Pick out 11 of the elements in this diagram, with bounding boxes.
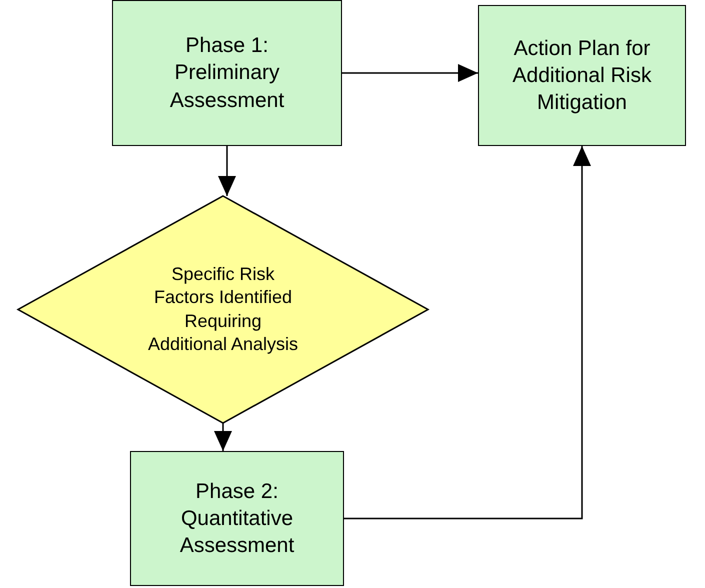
arrow: [218, 146, 236, 196]
node-label: Phase 1: Preliminary Assessment: [168, 33, 286, 114]
arrow: [214, 423, 232, 451]
node-label: Phase 2: Quantitative Assessment: [178, 478, 296, 560]
arrow: [344, 146, 591, 520]
node-label: Specific Risk Factors Identified Requiring Additional Analysis: [146, 262, 300, 356]
process-box: [130, 451, 344, 586]
process-box: [112, 0, 342, 146]
node-label: Action Plan for Additional Risk Mitigation: [512, 36, 652, 116]
arrow: [342, 64, 478, 82]
process-box: [478, 5, 686, 146]
